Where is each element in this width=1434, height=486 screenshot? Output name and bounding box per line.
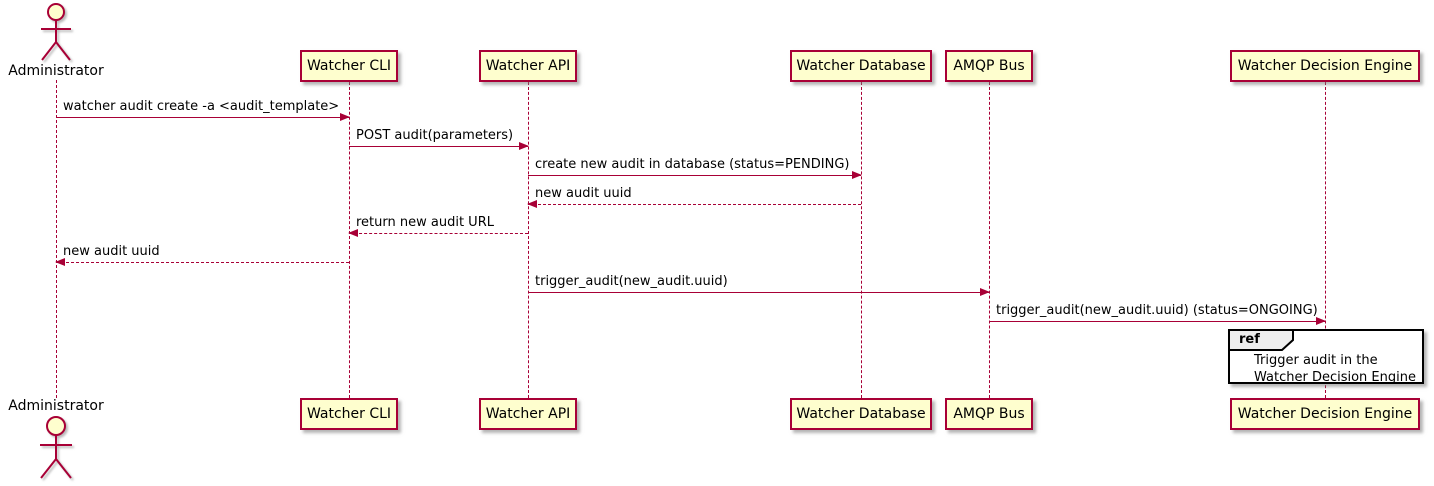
lifeline-watcher-decision-engine — [1325, 82, 1326, 398]
participant-label: Watcher Decision Engine — [1237, 406, 1413, 422]
message-new-audit-uuid-to-api: new audit uuid — [527, 186, 861, 208]
ref-text-line1: Trigger audit in the — [1254, 353, 1378, 368]
message-post-audit: POST audit(parameters) — [349, 128, 529, 150]
participant-watcher-decision-engine-top: Watcher Decision Engine — [1230, 50, 1420, 82]
actor-label-administrator-bottom: Administrator — [8, 398, 104, 414]
message-label: POST audit(parameters) — [356, 128, 514, 143]
message-label: trigger_audit(new_audit.uuid) (status=ON… — [996, 303, 1318, 318]
lifeline-administrator — [56, 80, 57, 398]
lifeline-watcher-database — [861, 82, 862, 398]
arrow-solid-right — [989, 317, 1326, 325]
arrow-solid-right — [528, 288, 990, 296]
arrow-solid-right — [528, 171, 862, 179]
participant-watcher-cli-bottom: Watcher CLI — [300, 398, 398, 430]
participant-label: Watcher CLI — [306, 58, 392, 74]
message-label: new audit uuid — [63, 244, 160, 259]
participant-amqp-bus-bottom: AMQP Bus — [945, 398, 1033, 430]
lifeline-amqp-bus — [989, 82, 990, 398]
lifeline-watcher-cli — [349, 82, 350, 398]
participant-watcher-api-top: Watcher API — [479, 50, 577, 82]
message-trigger-audit-ongoing: trigger_audit(new_audit.uuid) (status=ON… — [989, 303, 1326, 325]
message-label: return new audit URL — [356, 215, 494, 230]
participant-watcher-cli-top: Watcher CLI — [300, 50, 398, 82]
participant-label: AMQP Bus — [953, 58, 1025, 74]
participant-label: Watcher Database — [796, 406, 926, 422]
message-audit-create: watcher audit create -a <audit_template> — [56, 99, 350, 121]
participant-label: Watcher Decision Engine — [1237, 58, 1413, 74]
ref-keyword: ref — [1239, 332, 1260, 347]
message-label: new audit uuid — [535, 186, 632, 201]
participant-label: Watcher API — [485, 406, 571, 422]
ref-fragment: ref Trigger audit in the Watcher Decisio… — [1228, 329, 1424, 386]
participant-watcher-decision-engine-bottom: Watcher Decision Engine — [1230, 398, 1420, 430]
participant-amqp-bus-top: AMQP Bus — [945, 50, 1033, 82]
participant-label: Watcher CLI — [306, 406, 392, 422]
ref-text: Trigger audit in the Watcher Decision En… — [1254, 352, 1416, 386]
message-create-audit-db: create new audit in database (status=PEN… — [528, 157, 862, 179]
actor-label-administrator-top: Administrator — [8, 63, 104, 79]
message-trigger-audit: trigger_audit(new_audit.uuid) — [528, 274, 990, 296]
participant-label: Watcher API — [485, 58, 571, 74]
participant-label: Watcher Database — [796, 58, 926, 74]
arrow-dashed-left — [348, 229, 528, 237]
ref-header-shape — [1228, 329, 1294, 351]
message-return-audit-url: return new audit URL — [348, 215, 528, 237]
ref-text-line2: Watcher Decision Engine — [1254, 370, 1416, 385]
arrow-dashed-left — [55, 258, 349, 266]
participant-label: AMQP Bus — [953, 406, 1025, 422]
message-label: create new audit in database (status=PEN… — [535, 157, 850, 172]
message-label: watcher audit create -a <audit_template> — [63, 99, 340, 114]
message-new-audit-uuid-to-admin: new audit uuid — [55, 244, 349, 266]
administrator-actor-icon-bottom — [40, 416, 72, 479]
message-label: trigger_audit(new_audit.uuid) — [535, 274, 728, 289]
participant-watcher-database-bottom: Watcher Database — [790, 398, 932, 430]
administrator-actor-icon — [41, 3, 71, 61]
arrow-dashed-left — [527, 200, 861, 208]
arrow-solid-right — [349, 142, 529, 150]
participant-watcher-api-bottom: Watcher API — [479, 398, 577, 430]
lifeline-watcher-api — [528, 82, 529, 398]
arrow-solid-right — [56, 113, 350, 121]
participant-watcher-database-top: Watcher Database — [790, 50, 932, 82]
